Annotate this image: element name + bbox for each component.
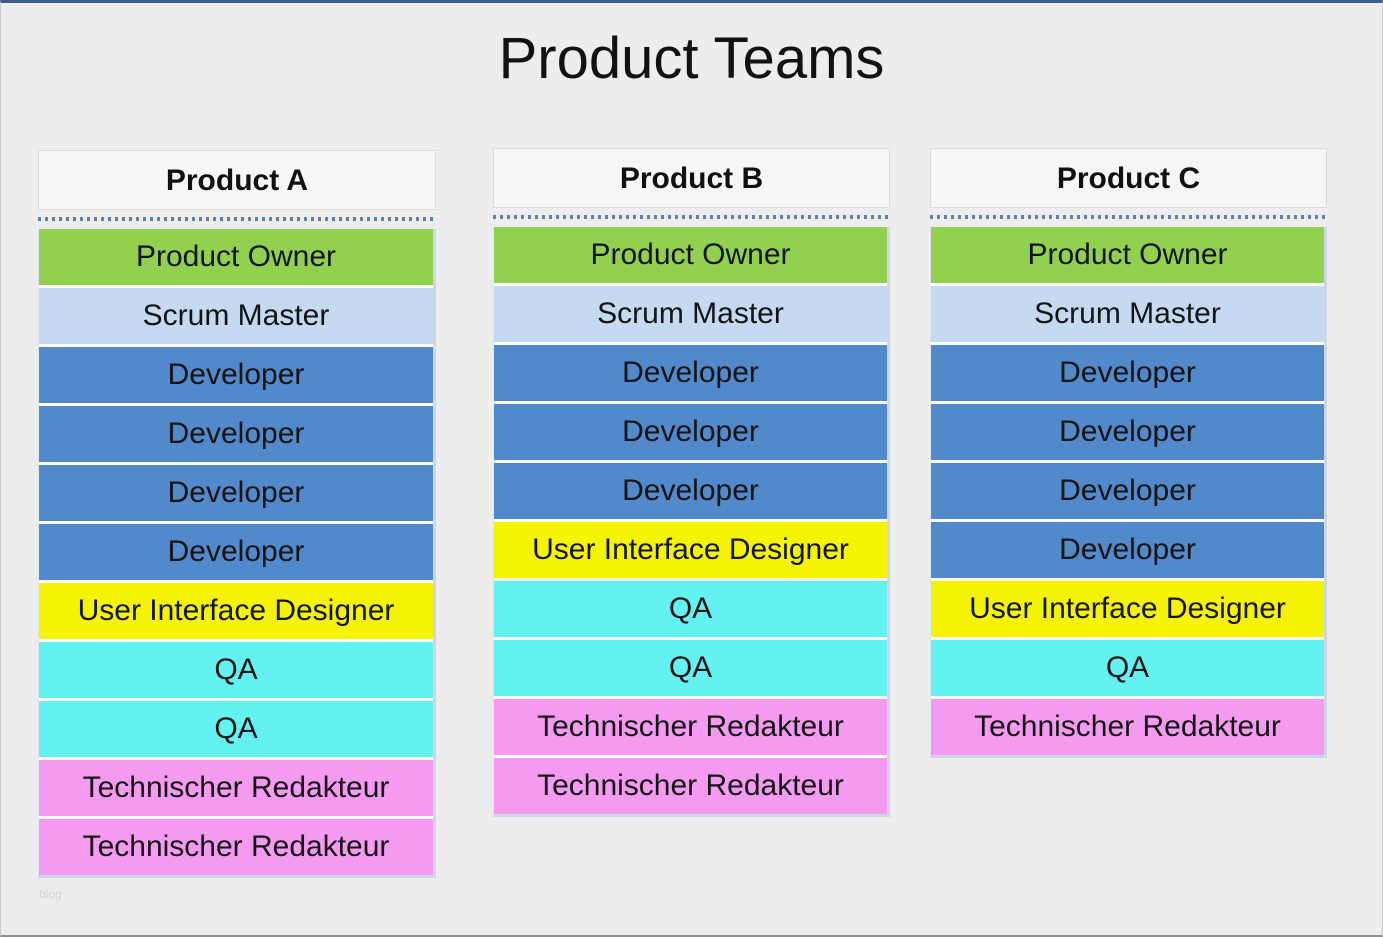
role-row-tech-redakteur: Technischer Redakteur xyxy=(39,760,433,816)
dotted-divider xyxy=(930,215,1327,219)
role-row-developer: Developer xyxy=(931,522,1324,578)
role-row-ui-designer: User Interface Designer xyxy=(494,522,887,578)
role-row-scrum-master: Scrum Master xyxy=(39,288,433,344)
role-row-developer: Developer xyxy=(39,465,433,521)
role-row-developer: Developer xyxy=(494,404,887,460)
role-row-scrum-master: Scrum Master xyxy=(494,286,887,342)
role-row-qa: QA xyxy=(494,640,887,696)
role-row-qa: QA xyxy=(39,642,433,698)
role-row-product-owner: Product Owner xyxy=(39,229,433,285)
role-row-developer: Developer xyxy=(931,345,1324,401)
role-row-tech-redakteur: Technischer Redakteur xyxy=(494,758,887,814)
role-row-developer: Developer xyxy=(494,463,887,519)
role-row-ui-designer: User Interface Designer xyxy=(931,581,1324,637)
role-row-developer: Developer xyxy=(39,524,433,580)
dotted-divider xyxy=(38,217,436,221)
role-row-developer: Developer xyxy=(39,406,433,462)
role-row-developer: Developer xyxy=(931,463,1324,519)
role-row-developer: Developer xyxy=(931,404,1324,460)
page-title: Product Teams xyxy=(498,26,885,91)
column-header: Product C xyxy=(930,148,1327,208)
column-header: Product B xyxy=(493,148,890,208)
role-row-qa: QA xyxy=(494,581,887,637)
role-row-tech-redakteur: Technischer Redakteur xyxy=(494,699,887,755)
role-row-product-owner: Product Owner xyxy=(494,227,887,283)
dotted-divider xyxy=(493,215,890,219)
role-row-qa: QA xyxy=(931,640,1324,696)
role-row-tech-redakteur: Technischer Redakteur xyxy=(931,699,1324,755)
role-row-tech-redakteur: Technischer Redakteur xyxy=(39,819,433,875)
role-row-product-owner: Product Owner xyxy=(931,227,1324,283)
role-row-developer: Developer xyxy=(494,345,887,401)
column-header: Product A xyxy=(38,150,436,210)
role-row-developer: Developer xyxy=(39,347,433,403)
watermark-text: blog xyxy=(39,887,62,901)
role-row-qa: QA xyxy=(39,701,433,757)
role-row-scrum-master: Scrum Master xyxy=(931,286,1324,342)
role-row-ui-designer: User Interface Designer xyxy=(39,583,433,639)
